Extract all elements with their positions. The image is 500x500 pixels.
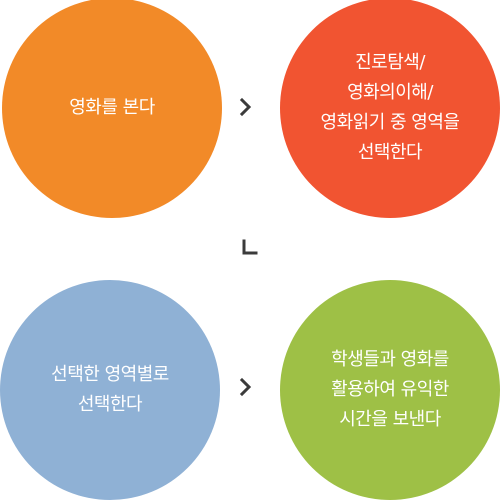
- chevron-down-left-icon: [242, 239, 258, 255]
- step-2-line-3: 영화읽기 중 영역을: [320, 112, 460, 133]
- step-2-line-2: 영화의이해/: [347, 82, 433, 103]
- step-2-line-1: 진로탐색/: [355, 52, 425, 73]
- step-3-text: 선택한 영역별로 선택한다: [51, 360, 169, 420]
- step-2-circle: 진로탐색/ 영화의이해/ 영화읽기 중 영역을 선택한다: [280, 0, 500, 218]
- step-4-circle: 학생들과 영화를 활용하여 유익한 시간을 보낸다: [280, 280, 500, 500]
- chevron-right-icon: [239, 377, 252, 397]
- step-4-line-1: 학생들과 영화를: [331, 349, 449, 370]
- step-2-line-4: 선택한다: [357, 142, 423, 163]
- step-4-line-2: 활용하여 유익한: [331, 379, 449, 400]
- step-1-text: 영화를 본다: [69, 93, 155, 123]
- chevron-right-icon: [239, 97, 252, 117]
- step-1-line-1: 영화를 본다: [69, 97, 155, 118]
- step-2-text: 진로탐색/ 영화의이해/ 영화읽기 중 영역을 선택한다: [321, 48, 460, 168]
- step-4-text: 학생들과 영화를 활용하여 유익한 시간을 보낸다: [331, 345, 449, 435]
- step-3-circle: 선택한 영역별로 선택한다: [0, 280, 220, 500]
- step-3-line-2: 선택한다: [77, 394, 143, 415]
- step-1-circle: 영화를 본다: [2, 0, 222, 218]
- step-3-line-1: 선택한 영역별로: [51, 364, 169, 385]
- step-4-line-3: 시간을 보낸다: [339, 409, 441, 430]
